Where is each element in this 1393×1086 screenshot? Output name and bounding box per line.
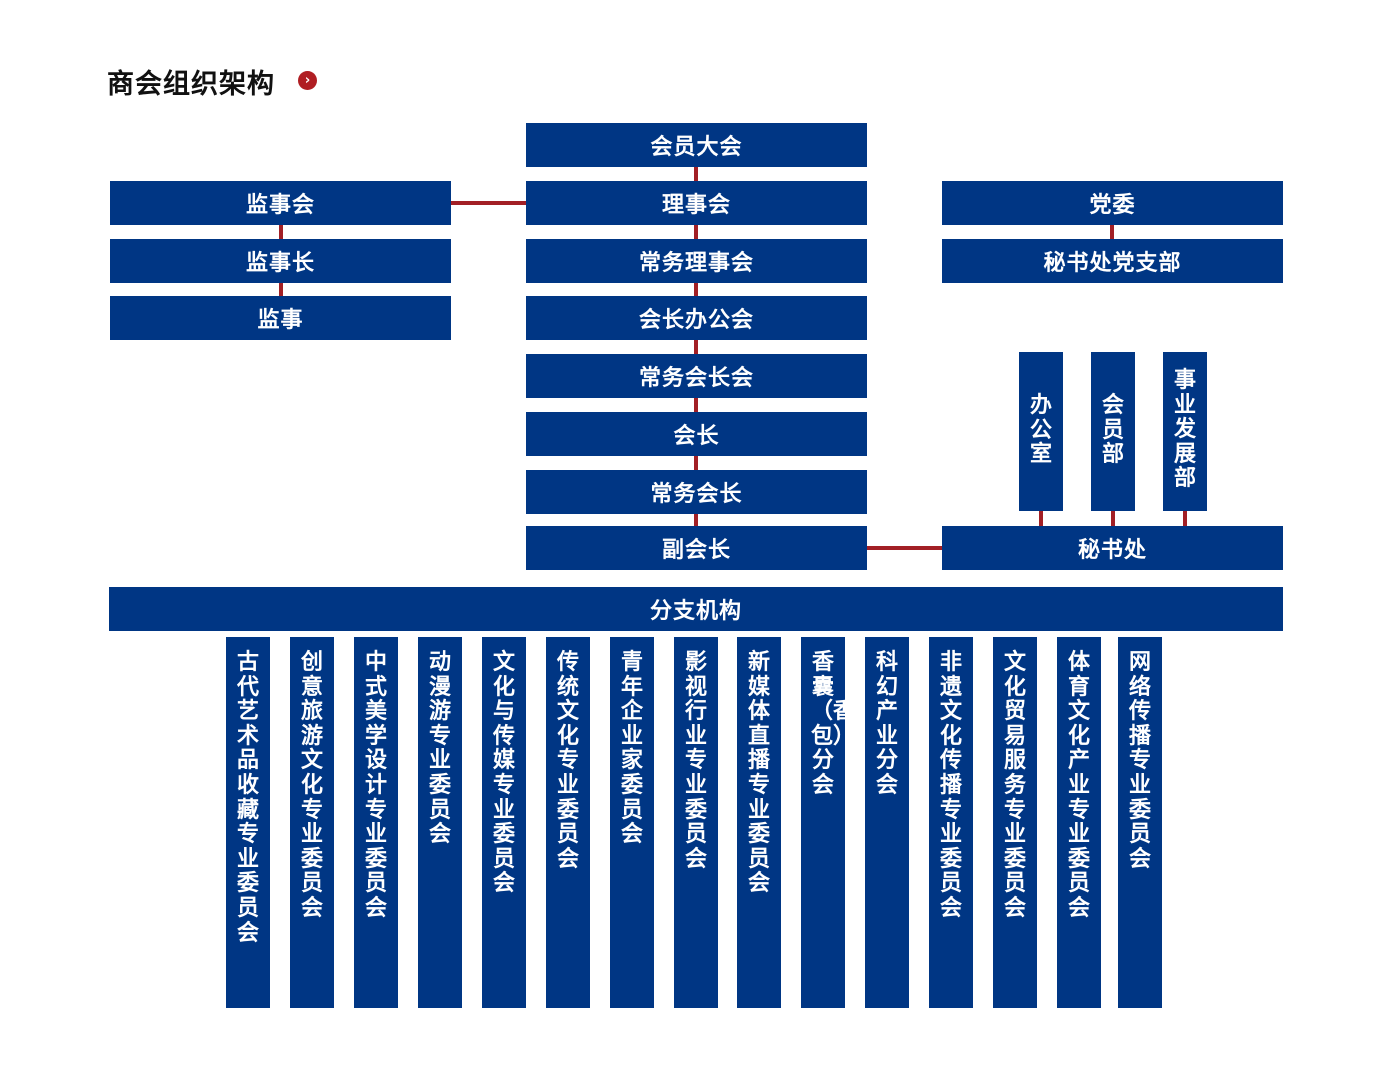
org-node-business-development-department: 事业发展部 [1163, 352, 1207, 511]
connector [694, 167, 698, 181]
org-node-executive-president: 常务会长 [526, 470, 867, 514]
branch-column: 体育文化产业专业委员会 [1057, 637, 1101, 1008]
org-node-membership-department: 会员部 [1091, 352, 1135, 511]
branch-label: 新媒体直播专业委员会 [747, 650, 770, 897]
branch-column: 科幻产业分会 [865, 637, 909, 1008]
org-node-label: 会员部 [1101, 393, 1124, 468]
org-node-president-office-meeting: 会长办公会 [526, 296, 867, 340]
branch-label: 动漫游专业委员会 [428, 650, 451, 848]
connector [1111, 511, 1115, 526]
org-node-label: 事业发展部 [1173, 368, 1196, 492]
branch-label: 影视行业专业委员会 [684, 650, 707, 872]
branch-column: 中式美学设计专业委员会 [354, 637, 398, 1008]
branch-label: 文化与传媒专业委员会 [492, 650, 515, 897]
connector [279, 283, 283, 296]
branch-label: 非遗文化传播专业委员会 [939, 650, 962, 921]
connector [451, 201, 526, 205]
org-node-board-of-supervisors: 监事会 [110, 181, 451, 225]
branch-label: 体育文化产业专业委员会 [1067, 650, 1090, 921]
branch-column: 创意旅游文化专业委员会 [290, 637, 334, 1008]
page-title: 商会组织架构 [107, 69, 275, 100]
org-node-council: 理事会 [526, 181, 867, 225]
branch-label: 文化贸易服务专业委员会 [1003, 650, 1026, 921]
connector [694, 456, 698, 470]
branch-column: 文化贸易服务专业委员会 [993, 637, 1037, 1008]
connector [1183, 511, 1187, 526]
branch-column: 古代艺术品收藏专业委员会 [226, 637, 270, 1008]
connector [694, 225, 698, 239]
branch-label: 古代艺术品收藏专业委员会 [236, 650, 259, 946]
branch-column: 文化与传媒专业委员会 [482, 637, 526, 1008]
branch-column: 香囊（香包）分会 [801, 637, 856, 1008]
connector [694, 340, 698, 354]
branch-column: 网络传播专业委员会 [1118, 637, 1162, 1008]
org-node-supervisor: 监事 [110, 296, 451, 340]
branch-label: 科幻产业分会 [875, 650, 898, 798]
org-node-vice-president: 副会长 [526, 526, 867, 570]
connector [694, 283, 698, 296]
org-node-president: 会长 [526, 412, 867, 456]
connector [694, 398, 698, 412]
org-node-secretariat-party-branch: 秘书处党支部 [942, 239, 1283, 283]
connector [867, 546, 942, 550]
org-node-executive-president-meeting: 常务会长会 [526, 354, 867, 398]
branch-label: 创意旅游文化专业委员会 [300, 650, 323, 921]
branch-column: 新媒体直播专业委员会 [737, 637, 781, 1008]
branch-label: 青年企业家委员会 [620, 650, 643, 848]
chevron-right-icon[interactable]: › [298, 71, 317, 90]
org-node-label: 办公室 [1029, 393, 1052, 468]
branch-column: 青年企业家委员会 [610, 637, 654, 1008]
org-node-general-assembly: 会员大会 [526, 123, 867, 167]
branch-column: 动漫游专业委员会 [418, 637, 462, 1008]
connector [1039, 511, 1043, 526]
branch-column: 非遗文化传播专业委员会 [929, 637, 973, 1008]
branch-label: 中式美学设计专业委员会 [364, 650, 387, 921]
branch-column: 传统文化专业委员会 [546, 637, 590, 1008]
connector [694, 514, 698, 526]
org-node-branches: 分支机构 [109, 587, 1283, 631]
org-node-executive-council: 常务理事会 [526, 239, 867, 283]
org-node-chief-supervisor: 监事长 [110, 239, 451, 283]
org-node-secretariat: 秘书处 [942, 526, 1283, 570]
connector [279, 225, 283, 239]
org-node-party-committee: 党委 [942, 181, 1283, 225]
branch-column: 影视行业专业委员会 [674, 637, 718, 1008]
branch-label: 网络传播专业委员会 [1128, 650, 1151, 872]
org-node-office: 办公室 [1019, 352, 1063, 511]
branch-label: 传统文化专业委员会 [556, 650, 579, 872]
connector [1110, 225, 1114, 239]
branch-label: 香囊（香包）分会 [811, 650, 856, 798]
